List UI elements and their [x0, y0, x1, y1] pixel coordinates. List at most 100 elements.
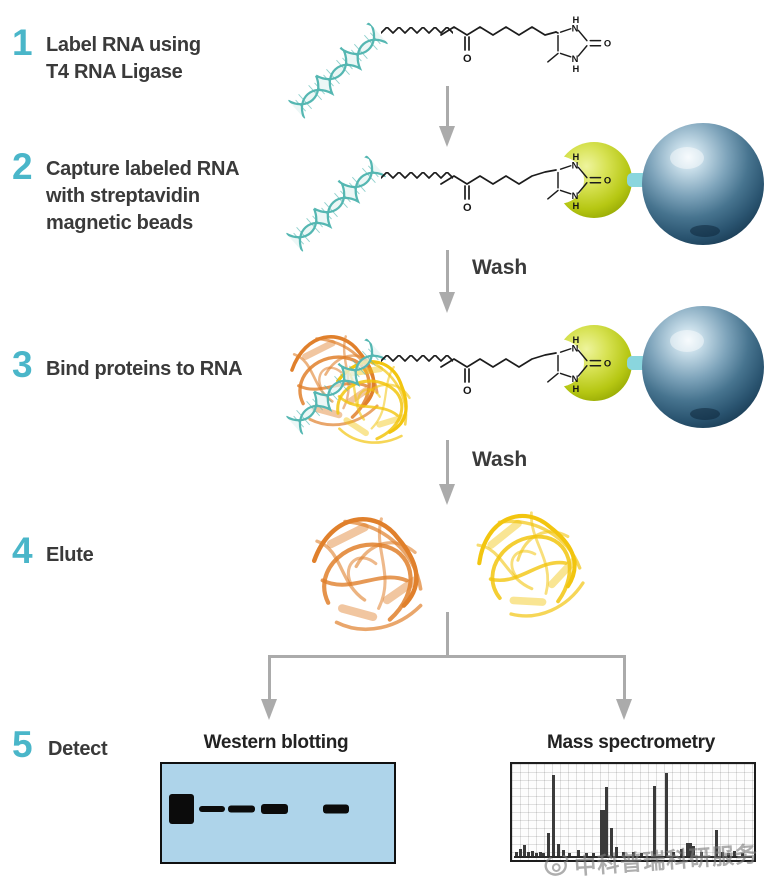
spectrum-peak: [740, 853, 744, 858]
step-2-label: Capture labeled RNA with streptavidin ma…: [46, 156, 240, 237]
step-3-line-1: Bind proteins to RNA: [46, 358, 243, 380]
linker-zigzag: [381, 172, 453, 179]
western-blot-bands: [162, 764, 394, 862]
protein-orange-graphic: [314, 519, 420, 629]
step-1-line-1: Label RNA using: [46, 34, 201, 56]
blot-band: [168, 794, 194, 825]
spectrum-peak: [652, 786, 656, 858]
spectrum-peak: [599, 810, 606, 858]
step-5-label: Detect: [48, 736, 108, 763]
captured-rna-graphic: O: [283, 123, 764, 253]
streptavidin-blob: [532, 325, 632, 401]
western-blot-title: Western blotting: [203, 732, 349, 753]
mass-spec-peaks: [512, 764, 754, 860]
mass-spec-title: Mass spectrometry: [546, 732, 716, 753]
step-2-line-2: with streptavidin: [46, 185, 200, 207]
spectrum-peak: [614, 846, 618, 858]
rna-helix-graphic: [283, 155, 387, 253]
spectrum-peak: [685, 843, 692, 858]
spectrum-peak: [639, 853, 643, 858]
mass-spec-panel: [510, 762, 756, 862]
spectrum-peak: [552, 775, 556, 858]
carbonyl-oxygen-label: O: [463, 385, 472, 397]
spectrum-peak: [568, 853, 572, 858]
protein-yellow-graphic: [471, 505, 587, 624]
branch-right-line: [623, 655, 626, 699]
flow-arrow-1-line: [446, 86, 449, 126]
spectrum-peak: [534, 853, 538, 858]
branch-right-head: [616, 699, 632, 720]
blot-band: [198, 806, 226, 813]
protein-yellow-graphic: [322, 352, 421, 452]
eluted-proteins-graphic: [295, 490, 625, 645]
streptavidin-blob: [532, 142, 632, 218]
step-3-label: Bind proteins to RNA: [46, 356, 243, 383]
branch-left-head: [261, 699, 277, 720]
step-4-line-1: Elute: [46, 544, 94, 566]
alkyl-chain: O: [440, 26, 557, 65]
step-1-line-2: T4 RNA Ligase: [46, 61, 183, 83]
carbonyl-oxygen-label: O: [463, 202, 472, 214]
linker-zigzag: [381, 355, 453, 362]
branch-stem-line: [446, 612, 449, 657]
spectrum-peak: [664, 773, 668, 858]
step-5-line-1: Detect: [48, 738, 108, 760]
wash-arrow-1-line: [446, 250, 449, 292]
spectrum-peak: [609, 827, 613, 858]
carbonyl-oxygen-label: O: [463, 53, 472, 65]
spectrum-peak: [671, 852, 675, 858]
spectrum-peak: [557, 844, 561, 858]
step-5-number: 5: [12, 724, 33, 765]
wash-arrow-2-line: [446, 440, 449, 484]
step-2-number: 2: [12, 146, 33, 187]
blot-band: [261, 804, 288, 815]
spectrum-peak: [631, 851, 635, 858]
step-1-number: 1: [12, 22, 33, 63]
spectrum-peak: [733, 850, 737, 858]
wash-label-2: Wash: [472, 448, 528, 471]
step-2-line-3: magnetic beads: [46, 212, 193, 234]
spectrum-peak: [691, 846, 695, 858]
spectrum-peak: [726, 853, 730, 858]
step-4-number: 4: [12, 530, 33, 571]
spectrum-peak: [514, 852, 518, 858]
mass-spec-baseline: [514, 856, 752, 858]
step-4-label: Elute: [46, 542, 94, 569]
spectrum-peak: [527, 852, 530, 858]
spectrum-peak: [714, 830, 718, 858]
spectrum-peak: [584, 853, 588, 858]
spectrum-peak: [622, 852, 626, 858]
alkyl-chain: O: [440, 352, 557, 397]
blot-band: [322, 804, 350, 814]
spectrum-peak: [562, 849, 566, 858]
watermark: 中科普瑞科研服务: [541, 837, 759, 881]
wash-label-1: Wash: [472, 256, 528, 279]
spectrum-peak: [591, 853, 595, 858]
spectrum-peak: [720, 852, 724, 858]
magnetic-bead: [642, 306, 764, 428]
weibo-logo-icon: [544, 855, 568, 876]
branch-left-line: [268, 655, 271, 699]
step-1-label: Label RNA using T4 RNA Ligase: [46, 32, 201, 86]
spectrum-peak: [542, 853, 546, 858]
magnetic-bead: [642, 123, 764, 245]
blot-band: [228, 805, 256, 813]
flow-arrow-1-head: [439, 126, 455, 147]
biotin-ring: [547, 16, 612, 74]
spectrum-peak: [546, 833, 550, 858]
alkyl-chain: O: [440, 169, 557, 214]
spectrum-peak: [576, 849, 580, 858]
step-2-line-1: Capture labeled RNA: [46, 158, 240, 180]
western-blot-panel: [160, 762, 396, 864]
spectrum-peak: [604, 787, 608, 858]
step-3-number: 3: [12, 344, 33, 385]
spectrum-peak: [530, 850, 534, 858]
branch-horizontal-line: [268, 655, 626, 658]
linker-zigzag: [381, 27, 453, 34]
wash-arrow-1-head: [439, 292, 455, 313]
spectrum-peak: [699, 852, 703, 858]
protein-bound-rna-graphic: O: [283, 306, 764, 460]
rna-helix-graphic: [285, 22, 389, 120]
labeled-rna-graphic: O: [285, 16, 612, 120]
